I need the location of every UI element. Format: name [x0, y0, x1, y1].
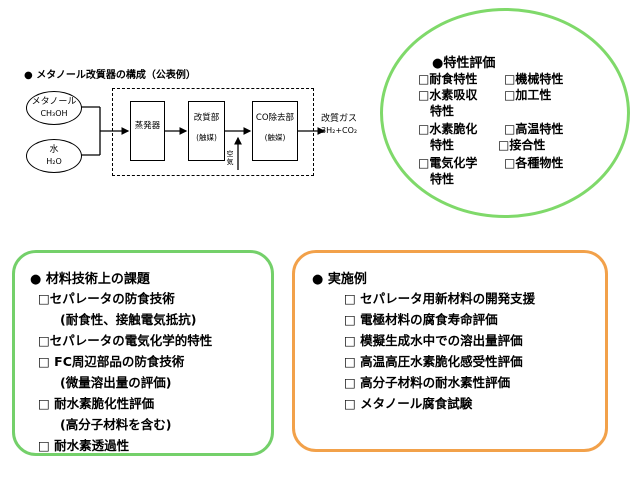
water-name: 水 — [49, 145, 59, 155]
eval-item: □水素吸収 — [418, 88, 478, 102]
water-input: 水 H₂O — [26, 139, 82, 173]
tech-issue-line: □ 耐水素脆化性評価 — [38, 396, 155, 411]
example-line: □ メタノール腐食試験 — [344, 396, 473, 411]
eval-item: 特性 — [430, 104, 455, 118]
evaporator-label: 蒸発器 — [134, 121, 161, 131]
co-remover-sub: (触媒) — [264, 133, 286, 142]
eval-item: □加工性 — [504, 88, 552, 102]
methanol-name: メタノール — [31, 97, 77, 107]
methanol-input: メタノール CH₃OH — [26, 91, 82, 125]
water-formula: H₂O — [46, 157, 62, 166]
evaluation-circle — [380, 8, 630, 218]
example-line: □ 高分子材料の耐水素性評価 — [344, 375, 511, 390]
tech-issue-line: □ FC周辺部品の防食技術 — [38, 354, 185, 369]
reformer-block: 改質部 (触媒) — [188, 101, 225, 161]
eval-item: □水素脆化 — [418, 122, 478, 136]
eval-item: 特性 — [430, 138, 455, 152]
diagram-title: ● メタノール改質器の構成（公表例） — [24, 70, 196, 81]
tech-issues-list: □セパレータの防食技術 (耐食性、接触電気抵抗) □セパレータの電気化学的特性 … — [38, 288, 212, 456]
example-line: □ 高温高圧水素脆化感受性評価 — [344, 354, 523, 369]
reformer-sub: (触媒) — [196, 133, 217, 142]
reformer-diagram: ● メタノール改質器の構成（公表例） メタノール CH₃OH 水 H₂O 蒸発器 — [0, 0, 400, 230]
example-line: □ 模擬生成水中での溶出量評価 — [344, 333, 523, 348]
tech-issue-line: □セパレータの防食技術 — [38, 291, 175, 306]
output-gas-name: 改質ガス — [321, 114, 358, 124]
air-label: 空気 — [226, 150, 234, 166]
tech-issue-line: □セパレータの電気化学的特性 — [38, 333, 213, 348]
eval-item: □電気化学 — [418, 156, 478, 170]
methanol-formula: CH₃OH — [40, 109, 68, 118]
eval-item: 特性 — [430, 172, 455, 186]
tech-issue-line: □ 耐水素透過性 — [38, 438, 130, 453]
evaluation-title: ●特性評価 — [432, 56, 496, 71]
examples-panel — [292, 250, 608, 452]
tech-issues-title: ● 材料技術上の課題 — [30, 272, 150, 287]
tech-issues-panel — [12, 250, 274, 456]
eval-item: □耐食特性 — [418, 72, 478, 86]
output-gas-formula: 3H₂+CO₂ — [321, 126, 358, 135]
tech-issue-line: (高分子材料を含む) — [60, 417, 172, 432]
examples-list: □ セパレータ用新材料の開発支援 □ 電極材料の腐食寿命評価 □ 模擬生成水中で… — [344, 288, 535, 414]
reformer-label: 改質部 — [193, 113, 220, 123]
eval-item: □高温特性 — [504, 122, 564, 136]
example-line: □ セパレータ用新材料の開発支援 — [344, 291, 536, 306]
example-line: □ 電極材料の腐食寿命評価 — [344, 312, 498, 327]
eval-item: □接合性 — [498, 138, 546, 152]
output-gas: 改質ガス 3H₂+CO₂ — [321, 114, 357, 136]
eval-item: □各種物性 — [504, 156, 564, 170]
tech-issue-line: (耐食性、接触電気抵抗) — [60, 312, 197, 327]
examples-title: ● 実施例 — [312, 272, 367, 287]
co-remover-block: CO除去部 (触媒) — [252, 101, 298, 161]
co-remover-label: CO除去部 — [255, 113, 295, 123]
eval-item: □機械特性 — [504, 72, 564, 86]
diagram-connectors — [80, 106, 326, 170]
tech-issue-line: (微量溶出量の評価) — [60, 375, 172, 390]
reformer-unit-boundary — [112, 88, 314, 176]
evaporator-block: 蒸発器 — [130, 101, 165, 161]
